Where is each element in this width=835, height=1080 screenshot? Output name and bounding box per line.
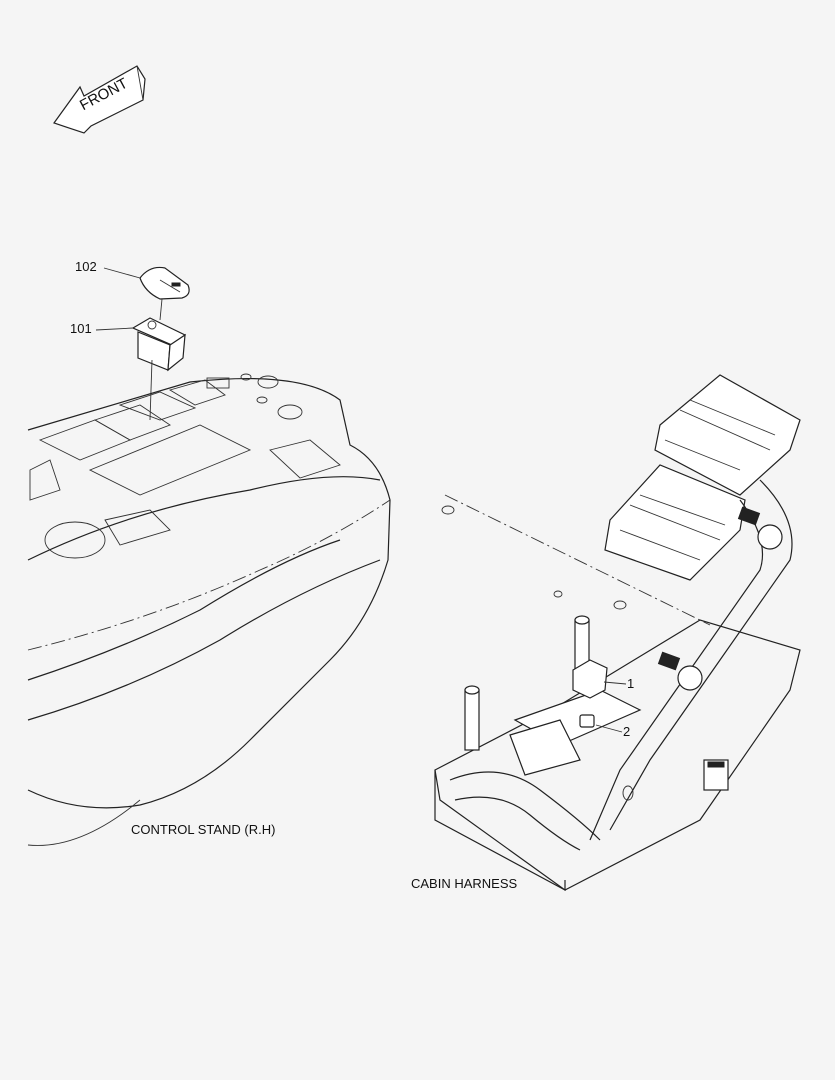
control-stand-body — [27, 373, 391, 846]
callout-2: 2 — [623, 724, 631, 739]
cabin-harness-assembly — [434, 374, 801, 892]
control-stand-caption: CONTROL STAND (R.H) — [131, 822, 276, 837]
cabin-harness-caption: CABIN HARNESS — [411, 876, 518, 891]
callout-1: 1 — [627, 676, 635, 691]
front-arrow-icon — [53, 65, 146, 134]
callout-101: 101 — [70, 321, 92, 336]
switch-cap-102 — [139, 266, 190, 321]
part-2 — [579, 714, 595, 728]
callout-102: 102 — [75, 259, 97, 274]
rocker-switch-101 — [131, 317, 187, 421]
relay-1 — [572, 659, 608, 699]
